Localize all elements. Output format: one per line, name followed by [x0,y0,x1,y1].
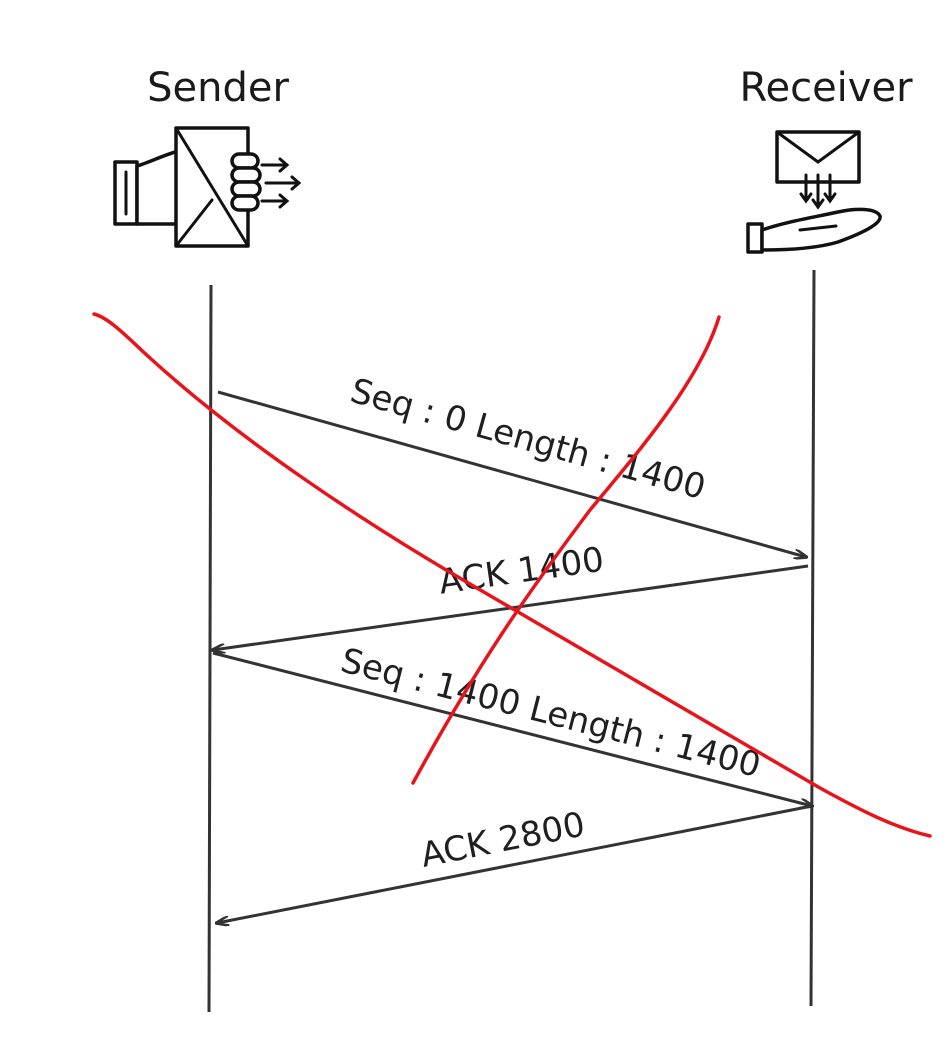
sender-label: Sender [147,65,289,111]
message-arrow-1 [217,390,806,557]
sender-lifeline [207,284,213,1013]
message-label-2: ACK 1400 [436,540,606,603]
message-arrow-4 [217,804,813,923]
hand-receiving-envelope-icon [746,130,882,254]
cross-out-stroke-1 [92,312,932,838]
message-label-4: ACK 2800 [418,805,589,876]
cross-out-stroke-2 [411,315,721,785]
message-label-3: Seq : 1400 Length : 1400 [337,641,765,786]
message-arrow-3 [212,651,812,806]
hand-sending-envelope-icon [113,126,302,248]
message-label-1: Seq : 0 Length : 1400 [346,371,710,508]
receiver-label: Receiver [739,65,913,111]
receiver-lifeline [809,269,816,1007]
